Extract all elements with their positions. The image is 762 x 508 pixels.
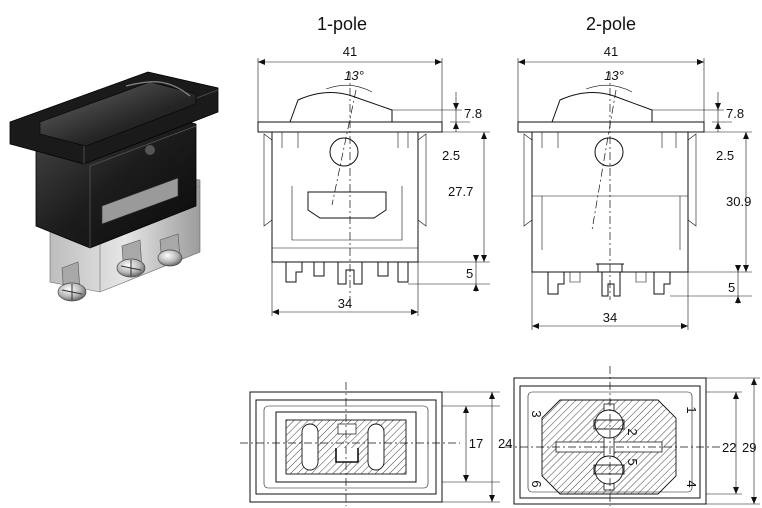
two-pole-side-view <box>517 58 752 330</box>
terminal-number-2: 2 <box>625 428 640 435</box>
dim-2p-flange: 2.5 <box>716 148 734 163</box>
title-2-pole: 2-pole <box>586 14 636 34</box>
terminal-number-4: 4 <box>684 480 699 487</box>
dim-1p-angle: 13° <box>344 68 364 83</box>
switch-photo <box>9 71 219 302</box>
two-pole-bottom-view <box>504 366 760 506</box>
dim-1p-terminal: 5 <box>466 266 473 281</box>
dim-2p-body-height: 30.9 <box>726 194 751 209</box>
dim-1p-inner-height: 17 <box>469 436 483 451</box>
dim-1p-width-top: 41 <box>343 44 357 59</box>
terminal-number-1: 1 <box>684 406 699 413</box>
one-pole-side-view <box>257 58 490 316</box>
terminal-number-5: 5 <box>625 458 640 465</box>
dim-2p-width-bottom: 34 <box>603 310 617 325</box>
terminal-number-6: 6 <box>529 480 544 487</box>
dim-1p-width-bottom: 34 <box>338 296 352 311</box>
dim-2p-rocker-height: 7.8 <box>726 106 744 121</box>
dim-1p-flange: 2.5 <box>442 148 460 163</box>
dim-1p-body-height: 27.7 <box>448 184 473 199</box>
terminal-number-3: 3 <box>529 410 544 417</box>
dim-2p-outer-height: 29 <box>742 440 756 455</box>
title-1-pole: 1-pole <box>317 14 367 34</box>
dim-1p-rocker-height: 7.8 <box>464 106 482 121</box>
dim-2p-angle: 13° <box>604 68 624 83</box>
dim-2p-inner-height: 22 <box>722 440 736 455</box>
one-pole-bottom-view <box>240 382 500 506</box>
dim-2p-terminal: 5 <box>728 280 735 295</box>
dim-2p-width-top: 41 <box>604 44 618 59</box>
dim-1p-outer-height: 24 <box>498 436 512 451</box>
